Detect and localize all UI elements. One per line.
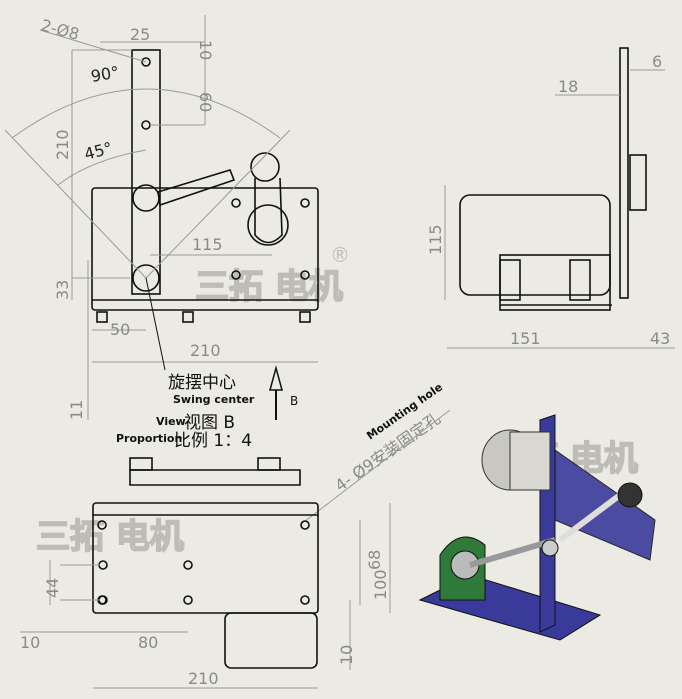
dim-210-vertical: 210 [53,129,72,160]
dim-50: 50 [110,320,130,339]
view-arrow-icon [269,365,283,391]
view-label-en: View [156,415,186,428]
dim-80: 80 [138,633,158,652]
swing-center-label-en: Swing center [173,393,255,406]
proportion-label-cn: 比例 1：4 [174,431,252,451]
dim-115: 115 [192,235,223,254]
swing-center-label-cn: 旋摆中心 [168,373,236,393]
svg-text:®: ® [330,243,350,267]
dim-33: 33 [53,280,72,300]
isometric-render [418,414,656,641]
dim-10-bottom: 10 [337,645,356,665]
side-view: 18 6 115 151 43 [426,47,675,349]
proportion-label-en: Proportion [116,432,182,445]
dim-11: 11 [67,400,86,420]
dim-60: 60 [196,92,215,112]
dim-43: 43 [650,329,670,348]
dim-10: 10 [196,40,215,60]
dim-44: 44 [43,578,62,598]
svg-text:三拓 电机: 三拓 电机 [36,517,184,557]
dim-6: 6 [652,52,662,71]
dim-151: 151 [510,329,541,348]
dim-10-left: 10 [20,633,40,652]
angle-90: 90° [89,62,120,86]
dim-100: 100 [371,569,390,600]
view-label-cn: 视图 B [184,413,235,433]
dim-18: 18 [558,77,578,96]
dim-115-side: 115 [426,224,445,255]
top-view: 2-Ø8 25 10 60 210 33 50 210 115 11 90° 4… [4,15,319,420]
dim-holes: 2-Ø8 [39,16,81,44]
dim-25: 25 [130,25,150,44]
svg-text:三拓 电机: 三拓 电机 [195,267,343,307]
view-arrow-label: B [290,394,298,408]
dim-68: 68 [365,550,384,570]
dim-210-bottom: 210 [188,669,219,688]
dim-210-horizontal: 210 [190,341,221,360]
angle-45: 45° [82,138,114,164]
